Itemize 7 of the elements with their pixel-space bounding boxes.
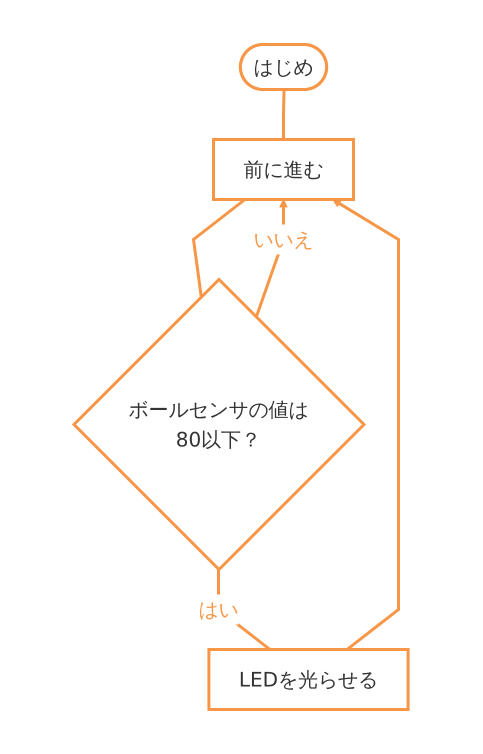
- connector: [282, 90, 286, 140]
- arrow: [332, 199, 400, 651]
- node-diamond: ボールセンサの値は80以下？: [72, 277, 367, 572]
- node-box: LEDを光らせる: [208, 648, 410, 711]
- node-box: 前に進む: [212, 138, 356, 201]
- edge-label: はい: [198, 598, 239, 622]
- edge-label: いいえ: [254, 228, 314, 252]
